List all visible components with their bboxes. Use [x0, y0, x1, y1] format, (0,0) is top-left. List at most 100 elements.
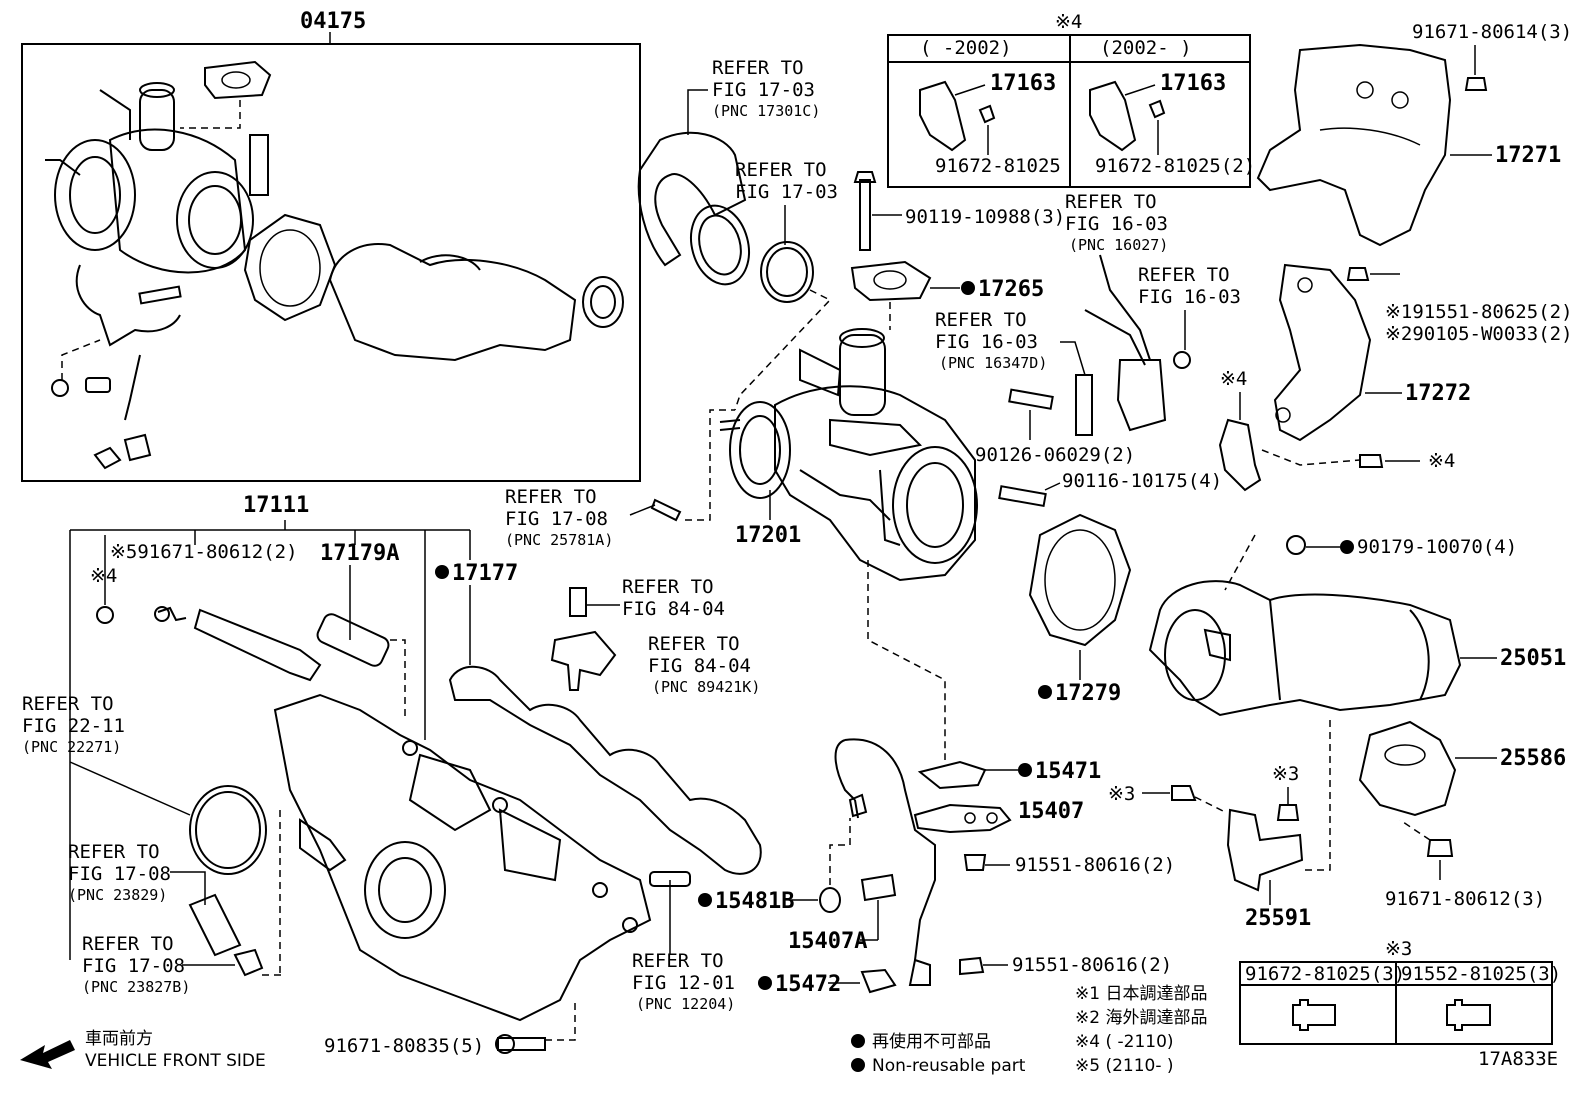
refer-84-04-a-l1: REFER TO	[622, 576, 714, 598]
refer-22-11-l1: REFER TO	[22, 693, 114, 715]
label-90116: 90116-10175(4)	[1062, 470, 1222, 492]
table4-col2: (2002- )	[1100, 37, 1192, 59]
refer-84-04-b-l3: (PNC 89421K)	[652, 678, 760, 696]
footer-code: 17A833E	[1478, 1048, 1558, 1070]
label-15481B: 15481B	[715, 889, 794, 914]
bolt-91551-80616-a	[963, 854, 987, 871]
label-90119: 90119-10988(3)	[905, 206, 1065, 228]
bolt-91672-81025-icon	[1292, 999, 1336, 1031]
exhaust-elbow-box	[328, 243, 624, 362]
bolt-91671-80614	[1464, 77, 1488, 91]
label-91672-b: 91672-81025(2)	[1095, 155, 1255, 177]
label-90179: 90179-10070(4)	[1357, 536, 1517, 558]
bolt-note4-right	[1359, 454, 1384, 468]
refer-17-08-a-l2: FIG 17-08	[68, 863, 171, 885]
bracket-note4-right	[1218, 418, 1262, 492]
turbo-assembly-sketch	[45, 82, 254, 274]
label-15472: 15472	[775, 972, 841, 997]
gasket-ring-box	[243, 213, 337, 322]
refer-16-03-c-l2: FIG 16-03	[935, 331, 1038, 353]
label-17279: 17279	[1055, 681, 1121, 706]
refer-16-03-b-l1: REFER TO	[1138, 264, 1230, 286]
intake-manifold-sketch	[273, 693, 652, 1022]
heat-insulator-17271	[1256, 43, 1452, 247]
sensor-bolt	[569, 587, 587, 617]
refer-17-08-c-l3: (PNC 25781A)	[505, 531, 613, 549]
refer-16-03-a-l3: (PNC 16027)	[1069, 236, 1168, 254]
label-17265: 17265	[978, 277, 1044, 302]
catalytic-converter-25051	[1148, 580, 1462, 717]
gasket-17279	[1028, 513, 1132, 647]
refer-16-03-b-l2: FIG 16-03	[1138, 286, 1241, 308]
hose-17301C	[637, 131, 747, 267]
refer-17-03-a-l3: (PNC 17301C)	[712, 102, 820, 120]
note-4-left: ※4	[90, 565, 117, 587]
nonreuse-jp: 再使用不可部品	[872, 1031, 991, 1052]
bolt-note3-a	[1171, 785, 1197, 801]
refer-84-04-b-l1: REFER TO	[648, 633, 740, 655]
label-04175: 04175	[300, 9, 366, 34]
label-17272: 17272	[1405, 381, 1471, 406]
front-label-jp: 車両前方	[85, 1029, 153, 1049]
washer-15481B	[819, 887, 841, 913]
bolt-note3-b	[1276, 804, 1300, 821]
gasket-top-box	[204, 60, 272, 100]
label-17271: 17271	[1495, 143, 1561, 168]
front-label-en: VEHICLE FRONT SIDE	[85, 1051, 266, 1071]
label-25591: 25591	[1245, 906, 1311, 931]
assembly-box-04175	[21, 43, 641, 482]
refer-17-08-c-l2: FIG 17-08	[505, 508, 608, 530]
label-17163-a: 17163	[990, 71, 1056, 96]
label-91551-80616-b: 91551-80616(2)	[1012, 954, 1172, 976]
label-91671-80835: 91671-80835(5)	[324, 1035, 484, 1057]
refer-17-08-a-l3: (PNC 23829)	[68, 886, 167, 904]
bolt-91552-81025-icon	[1446, 999, 1491, 1031]
refer-84-04-b-l2: FIG 84-04	[648, 655, 751, 677]
insulator-25586	[1358, 720, 1457, 817]
refer-12-01-l2: FIG 12-01	[632, 972, 735, 994]
bolt-91671-80835	[497, 1037, 546, 1051]
bolt-91551-80616-b	[959, 956, 985, 976]
gasket-17177	[448, 665, 762, 875]
union-bolt-15407A	[860, 873, 897, 902]
gasket-strip-box	[249, 134, 269, 196]
gasket-17179A	[316, 613, 390, 667]
hose-23829	[188, 893, 242, 957]
bracket-17163-b	[1089, 80, 1137, 152]
refer-84-04-a-l2: FIG 84-04	[622, 598, 725, 620]
note-2: ※2 海外調達部品	[1075, 1008, 1207, 1028]
note-1: ※1 日本調達部品	[1075, 984, 1207, 1004]
label-25586: 25586	[1500, 746, 1566, 771]
water-pipe-16027	[1084, 254, 1151, 366]
label-17177: 17177	[452, 561, 518, 586]
label-90126: 90126-06029(2)	[975, 444, 1135, 466]
refer-17-08-a-l1: REFER TO	[68, 841, 160, 863]
table4-col1: ( -2002)	[920, 37, 1012, 59]
note-3-b: ※3	[1272, 763, 1299, 785]
label-91551-80616-a: 91551-80616(2)	[1015, 854, 1175, 876]
o-ring-22271	[189, 785, 267, 875]
note-4: ※4 ( -2110)	[1075, 1032, 1174, 1052]
bolt-91671-80612-3	[1426, 839, 1454, 857]
refer-16-03-c-l3: (PNC 16347D)	[939, 354, 1047, 372]
gasket-15472	[860, 968, 897, 994]
label-15471: 15471	[1035, 759, 1101, 784]
label-17201: 17201	[735, 523, 801, 548]
label-91671-80614: 91671-80614(3)	[1412, 21, 1572, 43]
sensor-89421K	[550, 630, 617, 691]
label-91551-80625: ※191551-80625(2)	[1385, 301, 1573, 323]
note-5: ※5 (2110- )	[1075, 1056, 1174, 1076]
label-15407: 15407	[1018, 799, 1084, 824]
label-91671-80612-3: 91671-80612(3)	[1385, 888, 1545, 910]
refer-22-11-l3: (PNC 22271)	[22, 738, 121, 756]
bracket-17163-a	[919, 80, 967, 152]
refer-12-01-l1: REFER TO	[632, 950, 724, 972]
refer-17-08-c-l1: REFER TO	[505, 486, 597, 508]
stud-90119	[859, 179, 871, 251]
plug-12204	[649, 871, 691, 887]
refer-16-03-a-l2: FIG 16-03	[1065, 213, 1168, 235]
pipe-sketch	[193, 608, 322, 682]
bracket-25591	[1226, 808, 1304, 892]
